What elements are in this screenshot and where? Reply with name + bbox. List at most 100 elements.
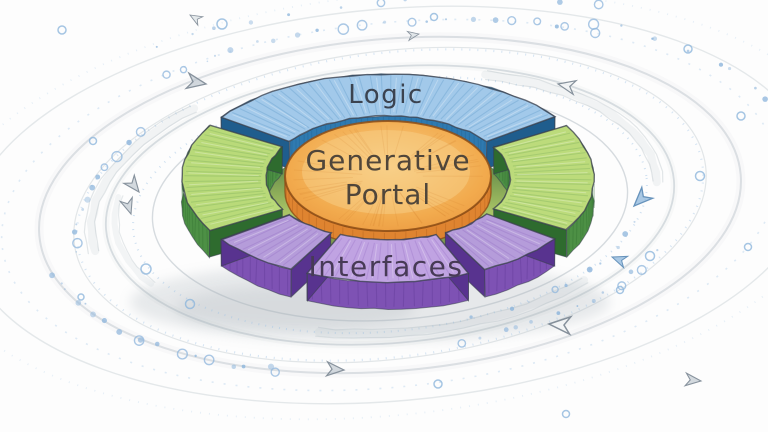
orbit-bead <box>622 231 629 237</box>
pencil-hatch <box>208 129 277 149</box>
orbit-bead <box>425 20 428 23</box>
pencil-hatch <box>233 219 289 243</box>
pencil-hatch <box>343 192 372 222</box>
pencil-hatch <box>353 128 373 155</box>
pencil-hatch <box>200 202 272 220</box>
orbit-bead <box>81 208 85 211</box>
pencil-hatch <box>431 239 455 273</box>
orbit-bead <box>656 249 659 252</box>
pencil-hatch <box>302 182 362 199</box>
pencil-hatch <box>382 193 387 227</box>
pencil-hatch <box>257 226 307 257</box>
flow-arrow-icon <box>556 79 579 97</box>
orbit-bead <box>561 409 571 419</box>
pencil-hatch <box>185 165 263 172</box>
pencil-hatch <box>333 80 354 116</box>
orbit-bead <box>551 285 559 294</box>
pencil-hatch <box>293 169 363 175</box>
pencil-hatch <box>512 191 586 203</box>
flow-arrow-icon <box>406 30 421 42</box>
diagram-labels: Logic Generative Portal Interfaces <box>305 80 470 283</box>
pencil-hatch <box>181 183 183 208</box>
orbit-line <box>102 61 678 349</box>
pencil-hatch <box>204 134 274 152</box>
pencil-hatch <box>299 85 334 121</box>
orbit-bead <box>513 325 518 330</box>
pencil-hatch <box>432 82 460 117</box>
pencil-hatch <box>184 197 187 222</box>
segment-top-face <box>220 214 333 270</box>
pencil-hatch <box>246 104 300 132</box>
orbit-bead <box>633 220 636 223</box>
pencil-hatch <box>188 206 191 231</box>
pencil-hatch <box>481 221 539 247</box>
flow-arrow-icon <box>184 71 208 90</box>
pencil-hatch <box>193 196 267 208</box>
orbit-bead <box>256 40 259 43</box>
pencil-hatch <box>473 103 527 133</box>
pencil-hatch <box>187 187 263 193</box>
pencil-hatch <box>192 149 266 161</box>
orbit-bead <box>270 367 280 377</box>
orbit-bead <box>179 65 188 74</box>
orbit-bead <box>507 15 517 26</box>
orbit-bead <box>116 328 123 335</box>
orbit-line <box>34 32 746 378</box>
pencil-hatch <box>371 244 378 279</box>
orbit-bead <box>90 311 96 318</box>
pencil-hatch <box>411 132 439 157</box>
pencil-hatch <box>575 220 578 245</box>
orbit-bead <box>84 196 91 203</box>
pencil-hatch <box>487 114 549 139</box>
segment-top-face <box>220 73 557 143</box>
pencil-hatch <box>473 225 524 256</box>
orbit-bead <box>762 96 768 102</box>
pencil-hatch <box>477 222 532 252</box>
orbit-bead <box>470 16 477 22</box>
pencil-hatch <box>377 242 382 280</box>
pencil-hatch <box>299 182 358 196</box>
pencil-hatch <box>391 193 399 227</box>
pencil-hatch <box>351 241 366 277</box>
orbit-bead <box>64 288 66 290</box>
pencil-hatch <box>186 170 262 175</box>
pencil-hatch <box>305 183 361 202</box>
pencil-hatch <box>509 200 576 214</box>
pencil-hatch <box>196 144 269 158</box>
center-label-line1: Generative <box>305 144 470 177</box>
pencil-hatch <box>191 211 194 236</box>
pencil-hatch <box>279 233 319 264</box>
pencil-hatch <box>184 179 262 183</box>
orbit-bead <box>84 302 87 305</box>
orbit-bead <box>601 291 605 294</box>
pencil-hatch <box>526 255 529 280</box>
pencil-hatch <box>407 135 446 162</box>
pencil-hatch <box>418 192 455 213</box>
orbit-bead <box>137 337 144 343</box>
orbit-bead <box>564 283 568 288</box>
pencil-hatch <box>242 222 298 250</box>
pencil-hatch <box>479 105 534 134</box>
orbit-bead <box>628 269 634 275</box>
orbit-bead <box>636 264 647 276</box>
orbit-bead <box>294 32 301 38</box>
pencil-hatch <box>502 204 573 223</box>
pencil-hatch <box>419 79 439 116</box>
orbit-ribbon <box>317 277 583 331</box>
pencil-hatch <box>407 241 421 280</box>
orbit-bead <box>111 150 123 163</box>
orbit-bead <box>503 327 509 333</box>
flow-arrow-icon <box>632 184 656 208</box>
pencil-hatch <box>440 85 474 120</box>
orbit-bead <box>315 28 319 32</box>
orbit-bead <box>554 24 559 29</box>
pencil-hatch <box>514 182 591 186</box>
orbit-bead <box>616 245 620 250</box>
pencil-hatch <box>467 227 516 259</box>
orbit-bead <box>615 285 625 295</box>
pencil-hatch <box>516 187 587 194</box>
orbit-bead <box>227 47 234 54</box>
orbit-bead <box>599 262 602 265</box>
pencil-hatch <box>188 172 259 177</box>
pencil-hatch <box>464 95 510 127</box>
